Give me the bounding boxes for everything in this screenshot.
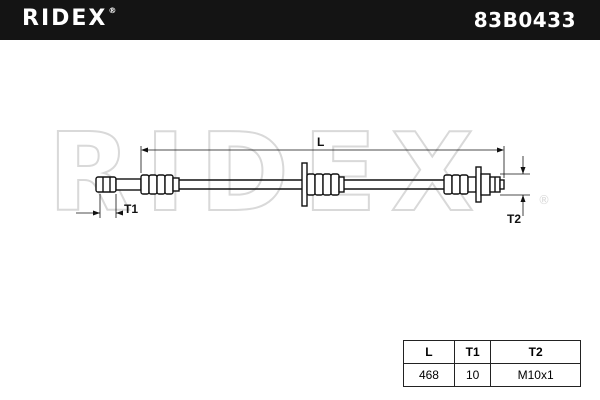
spec-header-thread1: T1: [453, 340, 492, 364]
spec-table: L T1 T2 468 10 M10x1: [403, 340, 581, 387]
thread1-label: T1: [124, 202, 138, 216]
spec-header-length: L: [403, 340, 455, 364]
spec-value-thread2: M10x1: [490, 363, 581, 387]
brand-logo: RIDEX®: [22, 6, 116, 31]
part-number: 83B0433: [473, 8, 576, 32]
spec-value-thread1: 10: [453, 363, 492, 387]
center-bracket: [301, 162, 308, 207]
registered-mark: ®: [108, 6, 117, 15]
right-crimp-ribs: [443, 174, 477, 195]
center-crimp-ribs: [306, 173, 345, 196]
spec-header-thread2: T2: [490, 340, 581, 364]
left-fitting-body: [115, 178, 142, 191]
thread2-label: T2: [507, 212, 521, 226]
spec-value-length: 468: [403, 363, 455, 387]
right-bracket: [475, 166, 482, 203]
header-bar: RIDEX® 83B0433: [0, 0, 600, 40]
length-dimension: [140, 146, 505, 178]
thread2-dimension: [500, 156, 530, 216]
brake-hose-drawing: RIDEX ®: [47, 110, 550, 237]
watermark-text: RIDEX: [48, 111, 488, 236]
watermark-registered-mark: ®: [538, 193, 550, 207]
spec-value-row: 468 10 M10x1: [403, 363, 581, 387]
left-crimp-ribs: [140, 174, 180, 195]
spec-header-row: L T1 T2: [403, 340, 581, 364]
thread1-dimension: [76, 194, 123, 218]
left-fitting-tip: [95, 176, 117, 193]
brand-name: RIDEX: [22, 6, 108, 31]
right-fitting-nut: [480, 173, 491, 196]
hose-outline: [95, 162, 505, 207]
length-label: L: [317, 135, 324, 149]
